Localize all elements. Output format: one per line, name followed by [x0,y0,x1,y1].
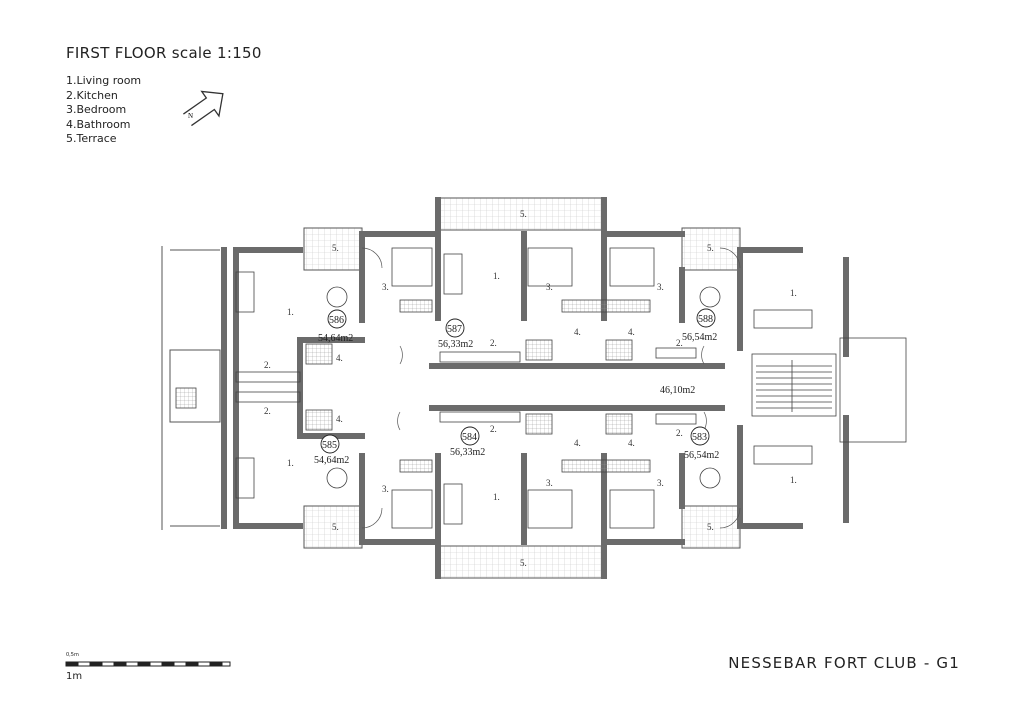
apartment-markers: 586 54,64m2 587 56,33m2 588 56,54m2 585 … [314,308,719,466]
apartment-number: 586 [329,315,344,326]
label-bathroom: 4. [628,438,635,448]
label-terrace: 5. [332,522,339,532]
apartment-number: 585 [322,440,337,451]
label-kitchen: 2. [676,428,683,438]
north-arrow-icon: N [183,90,224,127]
apartment-area: 56,33m2 [450,447,485,458]
terrace-top-right [681,227,741,271]
apartment-area: 54,64m2 [318,333,353,344]
project-title: NESSEBAR FORT CLUB - G1 [728,654,960,672]
apartment-584: 584 56,33m2 [450,426,485,458]
scale-bar-bottom-label: 1m [66,671,83,682]
label-living-583: 1. [790,475,797,485]
label-bathroom: 4. [574,327,581,337]
label-bedroom: 3. [382,282,389,292]
scale-bar-top-label: 0,5m [66,652,79,658]
corridor-area: 46,10m2 [660,385,695,396]
label-living-586: 1. [287,307,294,317]
north-arrow-label: N [188,112,193,120]
apartment-583: 583 56,54m2 [684,426,719,461]
legend-item: 1.Living room [66,74,142,87]
apartment-area: 56,33m2 [438,339,473,350]
terraces [303,197,741,579]
label-bedroom: 3. [546,282,553,292]
apartment-586: 586 54,64m2 [318,309,353,344]
label-kitchen: 2. [264,360,271,370]
terrace-bottom-center [439,545,605,579]
apartment-number: 587 [447,324,462,335]
label-terrace: 5. [520,209,527,219]
label-living-588: 1. [790,288,797,298]
label-terrace: 5. [332,243,339,253]
legend-item: 2.Kitchen [66,88,118,102]
room-legend: 1.Living room 2.Kitchen 3.Bedroom 4.Bath… [66,74,141,147]
apartment-area: 56,54m2 [682,332,717,343]
label-terrace: 5. [707,522,714,532]
label-bathroom: 4. [336,414,343,424]
label-living-585: 1. [287,458,294,468]
apartment-585: 585 54,64m2 [314,434,349,466]
label-kitchen: 2. [676,338,683,348]
apartment-area: 54,64m2 [314,455,349,466]
left-annex [161,246,221,530]
label-bedroom: 3. [657,282,664,292]
staircase [751,337,907,443]
apartment-587: 587 56,33m2 [438,318,473,350]
label-bedroom: 3. [382,484,389,494]
room-labels: 1. 1. 1. 1. 1. 1. 3. 3. 3. 3. 3. 3. 2. 2… [264,209,797,568]
label-bathroom: 4. [574,438,581,448]
legend-item: 5.Terrace [66,132,117,146]
terrace-bottom-left [303,505,363,549]
label-kitchen: 2. [490,424,497,434]
legend-item: 3.Bedroom [66,103,127,117]
label-living-587: 1. [493,271,500,281]
terrace-top-center [439,197,605,231]
label-kitchen: 2. [264,406,271,416]
furniture [175,247,813,529]
apartment-number: 584 [462,432,477,443]
page-title: FIRST FLOOR scale 1:150 [66,44,262,62]
apartment-area: 56,54m2 [684,450,719,461]
label-bedroom: 3. [546,478,553,488]
label-bedroom: 3. [657,478,664,488]
label-bathroom: 4. [336,353,343,363]
apartment-588: 588 56,54m2 [682,308,717,343]
label-living-584: 1. [493,492,500,502]
label-terrace: 5. [520,558,527,568]
apartment-number: 588 [698,314,713,325]
doors [361,247,741,529]
apartment-number: 583 [692,432,707,443]
label-bathroom: 4. [628,327,635,337]
label-kitchen: 2. [490,338,497,348]
label-terrace: 5. [707,243,714,253]
legend-item: 4.Bathroom [66,117,131,131]
scale-bar [65,661,231,667]
terrace-top-left [303,227,363,271]
